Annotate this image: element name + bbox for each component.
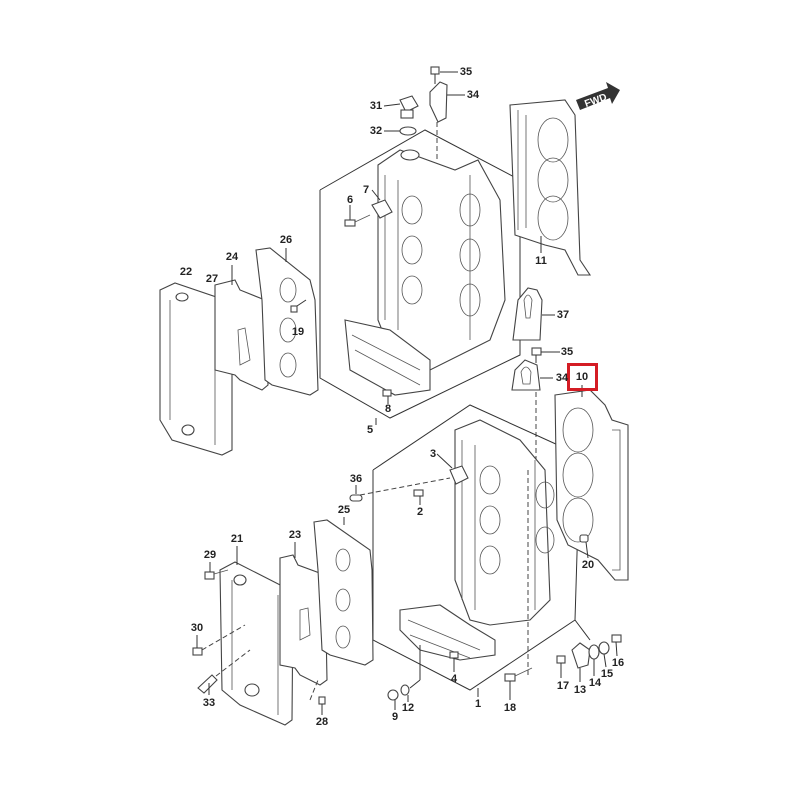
callout-part-26[interactable]: 26: [279, 234, 293, 246]
thermostat-cover-group: [556, 619, 622, 682]
lower-cylinder-head-cover: [192, 517, 374, 726]
callout-part-6[interactable]: 6: [346, 194, 354, 206]
head-gasket-lower: [554, 385, 629, 581]
lower-cylinder-head-assembly: [349, 404, 581, 710]
callout-part-25[interactable]: 25: [337, 504, 351, 516]
callout-part-5[interactable]: 5: [366, 424, 374, 436]
callout-part-8[interactable]: 8: [384, 403, 392, 415]
callout-part-30[interactable]: 30: [190, 622, 204, 634]
callout-part-24[interactable]: 24: [225, 251, 239, 263]
callout-part-33[interactable]: 33: [202, 697, 216, 709]
fwd-direction-badge: FWD: [574, 80, 622, 118]
callout-part-29[interactable]: 29: [203, 549, 217, 561]
callout-part-10[interactable]: 10: [575, 371, 589, 383]
callout-part-13[interactable]: 13: [573, 684, 587, 696]
head-gasket-upper: [509, 99, 592, 276]
callout-part-34[interactable]: 34: [466, 89, 480, 101]
callout-part-2[interactable]: 2: [416, 506, 424, 518]
callout-part-14[interactable]: 14: [588, 677, 602, 689]
callout-part-20[interactable]: 20: [581, 559, 595, 571]
callout-part-36[interactable]: 36: [349, 473, 363, 485]
callout-part-11[interactable]: 11: [535, 255, 547, 267]
callout-part-34[interactable]: 34: [555, 372, 569, 384]
callout-part-1[interactable]: 1: [474, 698, 482, 710]
callout-part-3[interactable]: 3: [429, 448, 437, 460]
upper-cylinder-head-assembly: [319, 129, 521, 425]
highlight-box-part-10[interactable]: [567, 363, 598, 391]
callout-part-31[interactable]: 31: [369, 100, 383, 112]
callout-part-22[interactable]: 22: [179, 266, 193, 278]
forward-arrow-icon: FWD: [576, 82, 620, 110]
callout-part-32[interactable]: 32: [369, 125, 383, 137]
callout-part-35[interactable]: 35: [560, 346, 574, 358]
callout-part-15[interactable]: 15: [600, 668, 614, 680]
callout-part-4[interactable]: 4: [450, 673, 458, 685]
callout-part-27[interactable]: 27: [205, 273, 219, 285]
callout-part-16[interactable]: 16: [611, 657, 625, 669]
callout-part-35[interactable]: 35: [459, 66, 473, 78]
callout-part-12[interactable]: 12: [401, 702, 415, 714]
fwd-label: FWD: [583, 92, 608, 110]
callout-part-23[interactable]: 23: [288, 529, 302, 541]
callout-part-7[interactable]: 7: [362, 184, 370, 196]
callout-part-18[interactable]: 18: [503, 702, 517, 714]
callout-part-28[interactable]: 28: [315, 716, 329, 728]
callout-part-21[interactable]: 21: [230, 533, 244, 545]
callout-part-19[interactable]: 19: [291, 326, 305, 338]
callout-part-9[interactable]: 9: [391, 711, 399, 723]
callout-part-17[interactable]: 17: [556, 680, 570, 692]
upper-cylinder-head-cover: [159, 247, 319, 456]
callout-part-37[interactable]: 37: [556, 309, 570, 321]
bracket-group-right: [511, 287, 560, 470]
oil-filler-cap-group: [383, 66, 465, 160]
